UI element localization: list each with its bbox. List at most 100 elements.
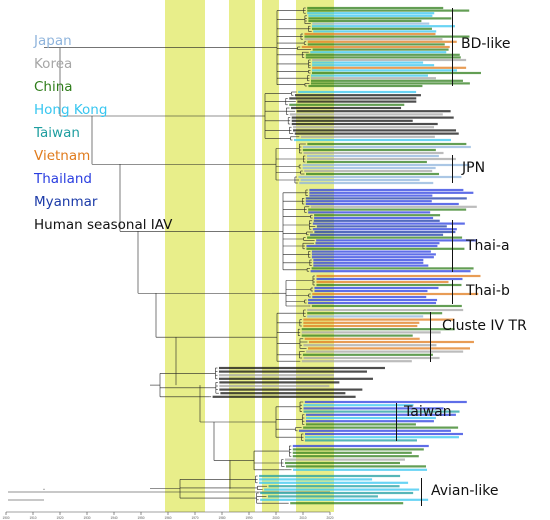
tip-label (308, 208, 467, 211)
tip-label (303, 404, 414, 407)
tip-label (260, 498, 429, 501)
tip-label (304, 35, 470, 38)
axis-tick-label: 1950 (137, 516, 144, 520)
clade-bar-taiwan (396, 403, 398, 441)
tip-label (305, 56, 461, 59)
tip-label (304, 439, 417, 442)
tip-label (312, 22, 430, 25)
tip-label (218, 366, 385, 370)
tip-label (305, 202, 459, 206)
axis-tick-label: 1990 (245, 516, 252, 520)
tip-label (313, 258, 424, 262)
tip-label (301, 334, 413, 337)
tip-label (289, 97, 417, 100)
tip-label (303, 321, 420, 324)
tip-label (308, 301, 437, 305)
tip-label (312, 64, 435, 67)
tip-label (292, 451, 412, 454)
tip-label (312, 58, 467, 62)
tip-label (314, 216, 434, 220)
tip-label (307, 142, 467, 146)
tip-label (293, 129, 457, 132)
tip-label (303, 356, 440, 360)
tip-label (292, 455, 419, 458)
tip-label (309, 194, 433, 197)
tip-label (294, 138, 452, 142)
tip-label (316, 239, 478, 242)
tip-label (309, 191, 474, 194)
legend-item-japan: Japan (34, 33, 72, 49)
tip-label (307, 40, 457, 43)
tip-label (316, 280, 449, 284)
tip-label (307, 12, 435, 15)
tip-label (303, 407, 444, 410)
tip-label (286, 465, 427, 468)
clade-label-avian-like: Avian-like (431, 483, 499, 499)
tip-label (312, 61, 424, 64)
tip-label (304, 337, 420, 340)
tip-label (220, 392, 346, 395)
tip-label (267, 495, 378, 498)
tip-label (306, 247, 465, 250)
clade-bar-avian-like (421, 478, 423, 506)
clade-label-jpn: JPN (462, 160, 486, 176)
tip-label (310, 82, 470, 85)
tip-label (305, 197, 467, 200)
clade-bar-bd-like (452, 8, 454, 86)
tip-label (298, 90, 417, 94)
axis-tick-label: 1960 (164, 516, 171, 520)
tip-label (259, 474, 401, 478)
tip-label (311, 267, 474, 270)
tip-label (310, 79, 463, 82)
tip-label (306, 160, 427, 164)
tip-label (314, 289, 428, 293)
tip-label (314, 214, 441, 217)
tip-label (311, 71, 481, 75)
tip-label (291, 106, 402, 110)
tip-label (306, 244, 438, 248)
tip-label (312, 222, 465, 225)
tip-label (293, 468, 428, 471)
tip-label (298, 175, 462, 179)
tip-label (307, 315, 424, 318)
tip-label (316, 277, 463, 281)
tip-label (314, 286, 439, 290)
tip-label (304, 436, 459, 439)
axis-tick-label: 2020 (326, 516, 333, 520)
tip-label (310, 205, 477, 208)
tip-label (307, 43, 445, 46)
tip-label (296, 110, 451, 113)
axis-tick-label: 1900 (2, 516, 9, 520)
tip-label (304, 432, 463, 436)
tree-branches (8, 7, 330, 504)
tip-label (299, 181, 434, 185)
tip-label (307, 6, 444, 10)
tip-label (305, 413, 456, 416)
tip-label (284, 461, 400, 465)
tip-label (307, 312, 443, 315)
tip-label (300, 135, 435, 138)
tip-label (306, 172, 440, 176)
legend-item-thailand: Thailand (34, 171, 92, 187)
tip-label (304, 169, 433, 173)
highlight-band (262, 0, 279, 512)
tip-label (298, 429, 451, 432)
clade-bar-cluste-iv-tr (430, 312, 432, 362)
tip-label (310, 74, 428, 77)
tip-label (313, 219, 440, 222)
tip-label (297, 100, 417, 103)
tip-label (307, 308, 464, 312)
tip-label (311, 250, 431, 253)
tip-label (305, 53, 460, 56)
tip-label (307, 236, 463, 239)
clade-bar-thai-b (452, 280, 454, 304)
highlight-band (165, 0, 205, 512)
tip-label (312, 66, 467, 69)
tip-label (308, 298, 438, 302)
tip-label (301, 328, 455, 331)
tip-label (303, 318, 455, 321)
tip-label (291, 122, 438, 126)
axis-tick-label: 2010 (299, 516, 306, 520)
clade-bar-jpn (452, 155, 454, 183)
